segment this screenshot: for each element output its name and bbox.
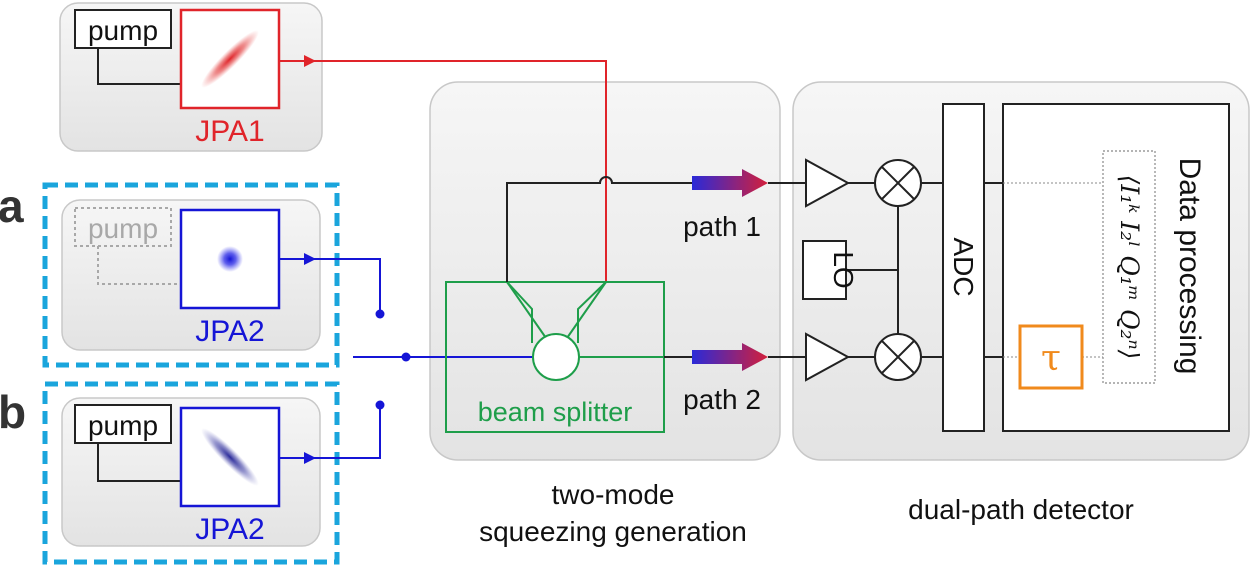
config-a-marker: a — [0, 180, 24, 232]
path1-label: path 1 — [683, 211, 761, 242]
config-a-output-arrowhead — [304, 253, 316, 265]
config-a-jpa-label: JPA2 — [195, 315, 264, 348]
beam-splitter-arms-right — [577, 281, 607, 343]
config-a-switch-contact — [375, 309, 385, 319]
beam-splitter-arms — [506, 281, 533, 343]
config-a-pump-line — [97, 246, 181, 285]
mixer-path1 — [874, 159, 922, 207]
config-b-squeezed-state — [201, 428, 259, 486]
config-a-frame — [42, 182, 340, 368]
tau-label: τ — [1041, 338, 1061, 379]
config-b-output-arrowhead — [304, 452, 316, 464]
moments-box — [1102, 150, 1156, 384]
jpa1-squeezed-state — [201, 30, 259, 88]
config-a-pump-label: pump — [88, 213, 158, 244]
generation-caption-line1: two-mode — [552, 479, 675, 510]
beam-splitter-label: beam splitter — [478, 397, 633, 427]
jpa1-pump-label: pump — [88, 15, 158, 46]
beam-splitter-junction — [532, 333, 580, 381]
amplifier-path2 — [805, 332, 851, 382]
jpa1-output-line — [279, 60, 607, 282]
config-a-pump-box — [74, 207, 172, 247]
amplifier-path1 — [805, 158, 851, 208]
generation-caption-line2: squeezing generation — [479, 516, 747, 547]
config-b-pump-line — [97, 443, 181, 482]
lo-box — [802, 240, 847, 300]
tau-delay-box — [1018, 324, 1084, 390]
beam-splitter-coupler — [506, 281, 547, 339]
config-b-jpa-label: JPA2 — [195, 513, 264, 546]
mixer-path2 — [874, 333, 922, 381]
lo-label: LO — [828, 251, 859, 288]
config-a-vacuum-state — [217, 246, 243, 272]
config-b-frame — [42, 381, 340, 565]
config-b-pump-box — [74, 404, 172, 444]
detector-caption: dual-path detector — [908, 494, 1134, 525]
data-processing-label: Data processing — [1173, 158, 1206, 375]
jpa1-output-arrowhead — [304, 55, 316, 67]
switch-pivot — [401, 352, 411, 362]
moments-expression: ⟨I₁ᵏ I₂ˡ Q₁ᵐ Q₂ⁿ⟩ — [1115, 175, 1144, 360]
path1-line — [506, 176, 700, 282]
adc-box — [942, 103, 985, 432]
jpa1-pump-line — [97, 48, 181, 85]
adc-label: ADC — [948, 237, 979, 296]
path1-arrow — [692, 169, 768, 197]
config-b-switch-contact — [375, 400, 385, 410]
jpa1-pump-box — [74, 9, 172, 49]
path2-arrow — [692, 343, 768, 371]
path2-label: path 2 — [683, 384, 761, 415]
beam-splitter-coupler-right — [566, 281, 607, 339]
jpa1-label: JPA1 — [195, 115, 264, 148]
config-b-pump-label: pump — [88, 410, 158, 441]
config-b-marker: b — [0, 386, 26, 438]
